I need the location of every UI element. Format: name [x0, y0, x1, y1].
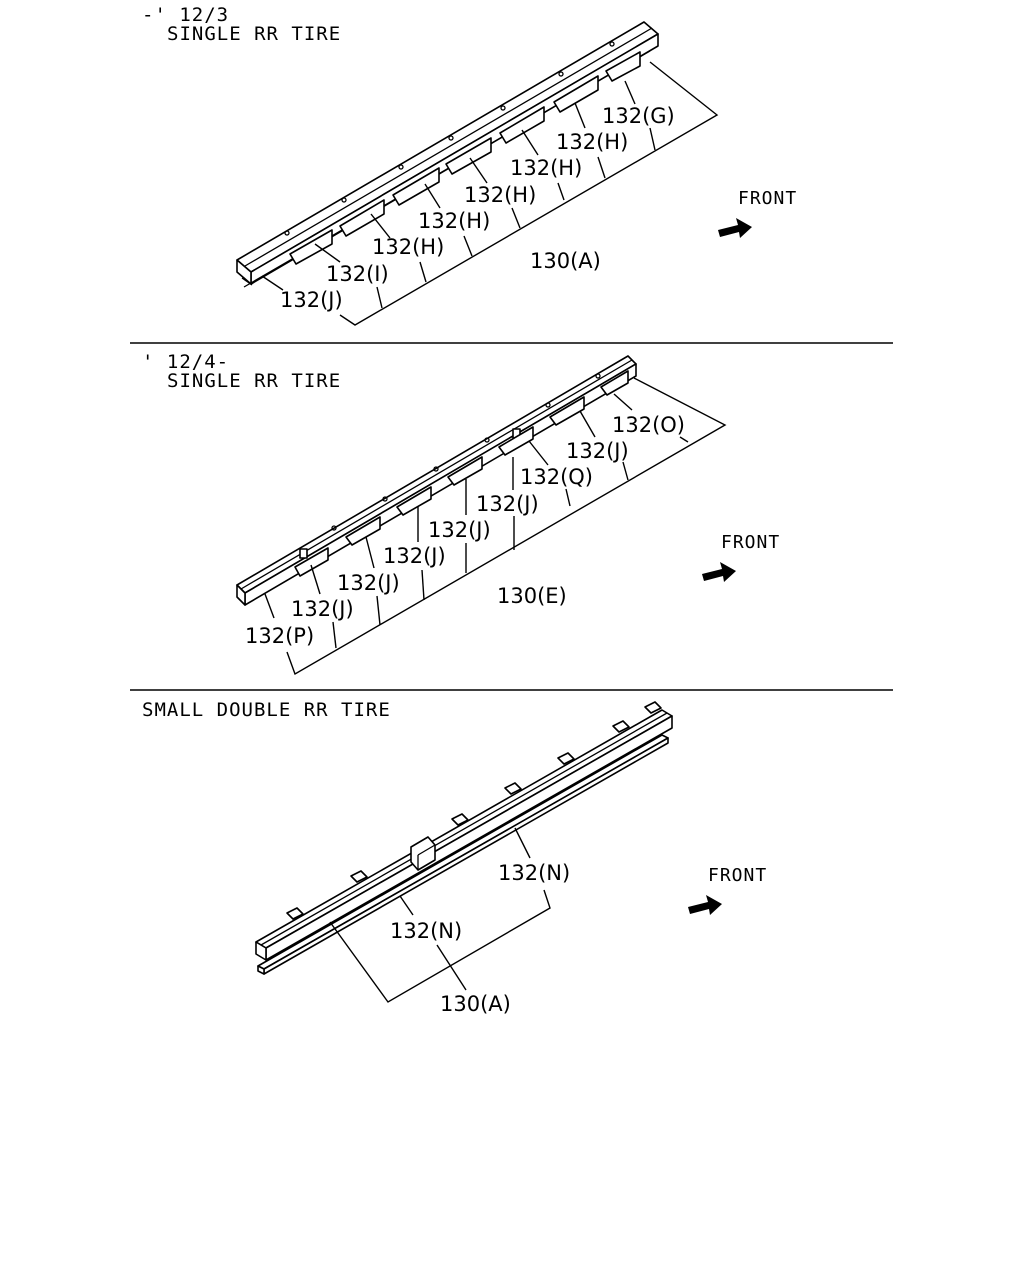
- section-2-callout: 132(P): [245, 624, 314, 648]
- section-3-leaders: [329, 827, 551, 1003]
- front-arrow-icon: [688, 895, 722, 915]
- section-1-title: SINGLE RR TIRE: [167, 23, 341, 45]
- section-2-callout: 132(O): [612, 413, 685, 437]
- section-2-title: SINGLE RR TIRE: [167, 370, 341, 392]
- section-3-callout: 132(N): [390, 919, 462, 943]
- section-1-frame-rail: [236, 21, 659, 288]
- section-2: ' 12/4- SINGLE RR TIRE: [142, 351, 780, 676]
- section-2-callout: 132(J): [428, 518, 491, 542]
- section-1-callout: 132(H): [464, 183, 536, 207]
- section-2-callout: 132(J): [291, 597, 354, 621]
- front-arrow-icon: [718, 218, 752, 238]
- section-3: SMALL DOUBLE RR TIRE: [142, 699, 767, 1016]
- section-3-frame-rail: [255, 701, 673, 975]
- section-2-callout: 132(J): [476, 492, 539, 516]
- section-1-callout: 132(H): [510, 156, 582, 180]
- section-1-callout: 132(G): [602, 104, 675, 128]
- section-1-date-range: -' 12/3: [142, 4, 229, 26]
- section-2-callout: 132(J): [337, 571, 400, 595]
- section-1-callout: 132(H): [556, 130, 628, 154]
- section-1-callout: 132(I): [326, 262, 389, 286]
- section-2-callout: 132(J): [566, 439, 629, 463]
- section-1: -' 12/3 SINGLE RR TIRE: [142, 4, 797, 326]
- section-2-leaders: [264, 377, 727, 676]
- section-3-front-label: FRONT: [708, 865, 767, 886]
- section-2-frame-rail: [236, 355, 637, 606]
- section-1-callout: 132(J): [280, 288, 343, 312]
- section-1-callout: 132(H): [372, 235, 444, 259]
- section-2-callout: 132(J): [383, 544, 446, 568]
- section-2-front-label: FRONT: [721, 532, 780, 553]
- section-3-title: SMALL DOUBLE RR TIRE: [142, 699, 391, 721]
- section-2-callout: 132(Q): [520, 465, 593, 489]
- section-2-main-part: 130(E): [497, 584, 567, 608]
- front-arrow-icon: [702, 562, 736, 582]
- section-1-front-label: FRONT: [738, 188, 797, 209]
- section-1-main-part: 130(A): [530, 249, 601, 273]
- section-1-callout: 132(H): [418, 209, 490, 233]
- section-3-callout: 132(N): [498, 861, 570, 885]
- section-1-leaders: [261, 61, 719, 326]
- section-2-date-range: ' 12/4-: [142, 351, 229, 373]
- section-3-main-part: 130(A): [440, 992, 511, 1016]
